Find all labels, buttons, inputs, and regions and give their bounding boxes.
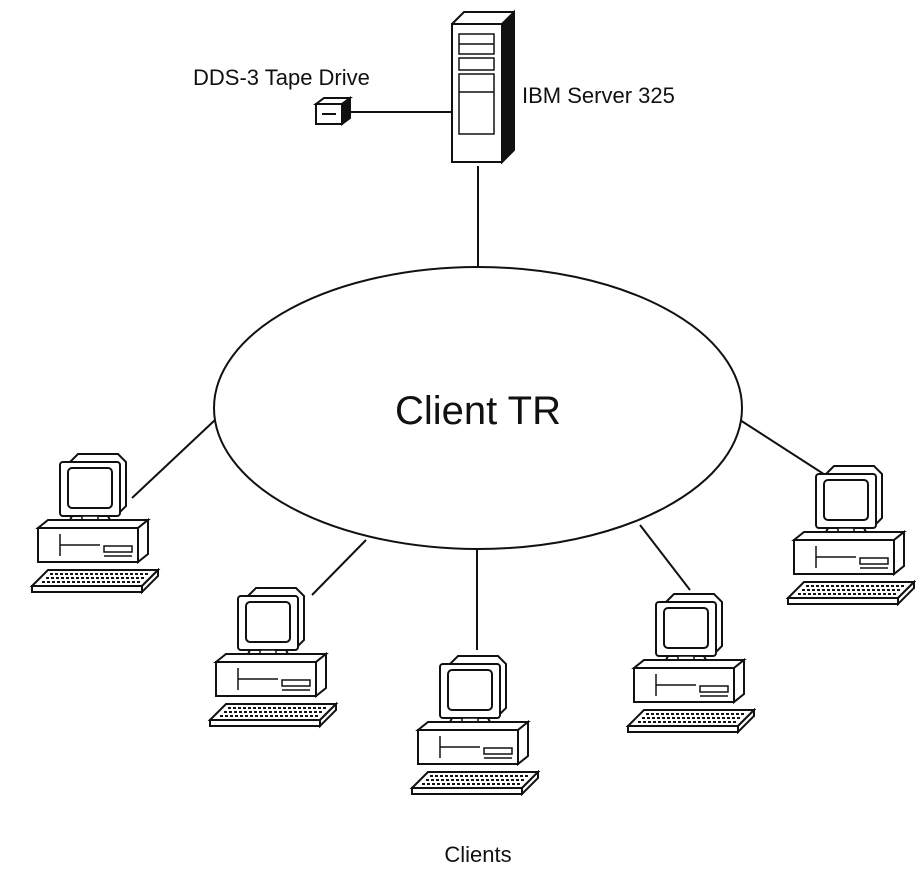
desktop-computer-icon	[31, 453, 159, 593]
desktop-computer-icon	[627, 593, 755, 733]
client-5-link	[739, 419, 834, 481]
tower-server-icon	[450, 9, 515, 165]
server-label: IBM Server 325	[522, 83, 675, 108]
client-4-link	[639, 524, 691, 591]
clients-label: Clients	[444, 842, 511, 867]
desktop-computer-icon	[209, 587, 337, 727]
tape-drive-label: DDS-3 Tape Drive	[193, 65, 370, 90]
desktop-computer-icon	[411, 655, 539, 795]
tape-drive-icon	[313, 96, 353, 126]
desktop-computer-icon	[787, 465, 915, 605]
client-2-link	[311, 539, 367, 596]
client-1-link	[131, 419, 216, 499]
network-ring	[213, 266, 743, 550]
network-label: Client TR	[395, 389, 561, 433]
